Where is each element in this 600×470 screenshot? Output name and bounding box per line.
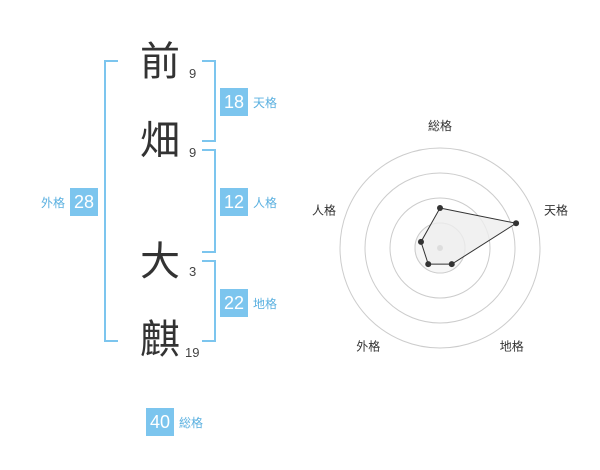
radar-center-dot <box>437 245 443 251</box>
radar-point-2 <box>513 220 520 227</box>
radar-grid-ring <box>364 172 516 324</box>
radar-axis-label: 天格 <box>544 202 568 217</box>
tenkaku-badge: 18 天格 <box>220 88 277 116</box>
stroke-count-4: 19 <box>185 345 200 360</box>
tenkaku-bracket <box>202 60 216 142</box>
chikaku-bracket <box>202 260 216 342</box>
chikaku-badge: 22 地格 <box>220 289 277 317</box>
radar-axis-label: 外格 <box>356 339 380 354</box>
soukaku-label: 総格 <box>179 415 204 430</box>
radar-grid-ring <box>389 197 491 299</box>
soukaku-badge: 40 総格 <box>146 408 203 436</box>
radar-point-4 <box>425 261 432 268</box>
gaikaku-value: 28 <box>70 188 99 216</box>
name-char-4: 麒 <box>140 317 180 363</box>
radar-point-1 <box>437 205 443 211</box>
jinkaku-label: 人格 <box>253 195 278 210</box>
radar-axis-label: 地格 <box>500 339 524 354</box>
gaikaku-label: 外格 <box>41 195 66 210</box>
radar-point-5 <box>417 238 424 245</box>
jinkaku-badge: 12 人格 <box>220 188 277 216</box>
soukaku-value: 40 <box>146 408 174 436</box>
tenkaku-label: 天格 <box>253 95 278 110</box>
radar-data-polygon <box>420 207 518 265</box>
name-char-2: 畑 <box>140 118 180 164</box>
stroke-count-3: 3 <box>189 264 197 279</box>
radar-axis-label: 総格 <box>428 118 452 133</box>
chikaku-value: 22 <box>220 289 248 317</box>
name-char-3: 大 <box>140 239 180 285</box>
stroke-count-2: 9 <box>189 145 197 160</box>
name-char-1: 前 <box>140 39 180 85</box>
gaikaku-bracket <box>104 60 118 342</box>
jinkaku-bracket <box>202 149 216 253</box>
radar-axis-label: 人格 <box>312 202 336 217</box>
jinkaku-value: 12 <box>220 188 248 216</box>
radar-grid-ring <box>339 147 541 349</box>
tenkaku-value: 18 <box>220 88 248 116</box>
chikaku-label: 地格 <box>253 296 278 311</box>
radar-point-3 <box>448 261 455 268</box>
stroke-count-1: 9 <box>189 66 197 81</box>
gaikaku-badge: 外格 28 <box>41 188 99 216</box>
